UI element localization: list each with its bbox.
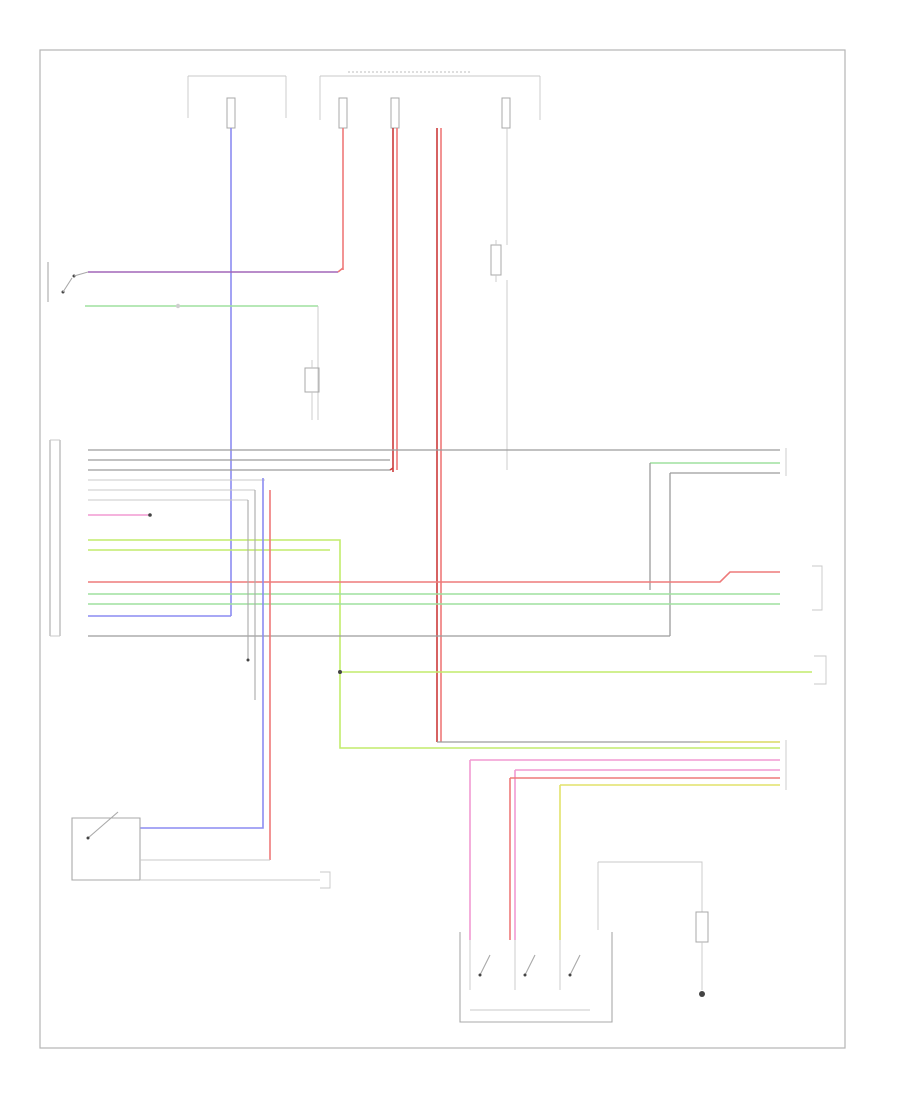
wire-ygreen-h	[88, 539, 780, 749]
switch-top-left	[47, 262, 89, 302]
wire-red-long	[88, 571, 780, 583]
ground-module	[597, 861, 709, 997]
wire-blue-v2	[140, 478, 264, 829]
junction-center	[320, 871, 331, 889]
sensor-center	[304, 360, 320, 420]
relay-box	[490, 244, 502, 276]
switch-assembly-bottom	[459, 932, 613, 1023]
fuse-block-left	[187, 71, 541, 120]
diagram-frame	[39, 49, 846, 1049]
module-left-connector	[49, 439, 61, 637]
switch-bottom-left	[71, 811, 320, 881]
right-connector-3	[814, 655, 827, 685]
right-connector-2	[812, 565, 823, 611]
fuse-symbols	[226, 97, 511, 129]
